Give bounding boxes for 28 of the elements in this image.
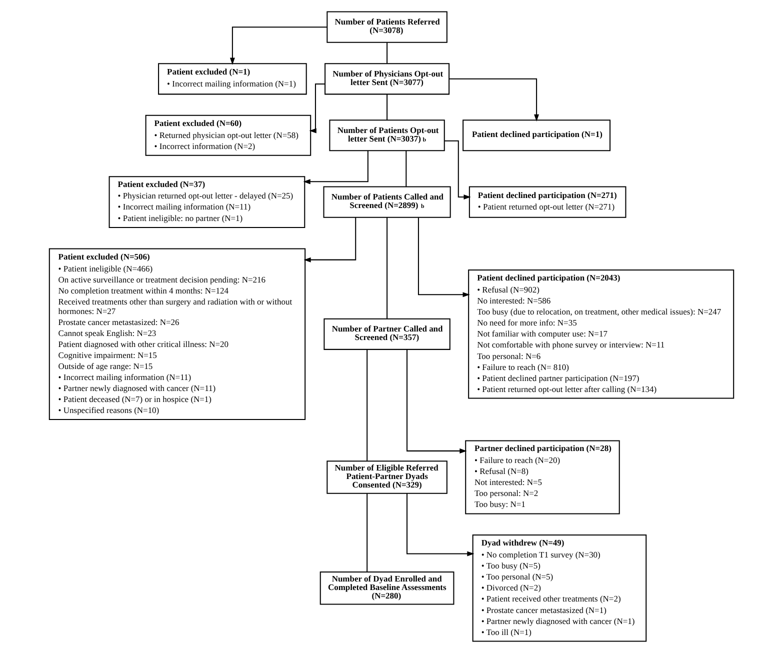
node-box: Patient excluded (N=506) • Patient ineligible (N=466) On active surveillance or treatment decision pending: N=216 No completion treatment within 4 months: N=124 Received treatments other than surgery and radiation with or without hormones: N=27 Prostate cancer metastasized: N=26 Cannot speak English: N=23 Patient diagnosed with other critical illness: N=20 Cognitive impairment: N=15 Outside of age range: N=15 • Incorrect mailing information (N=11) • Partner newly diagnosed with cancer (N=11) • Patient deceased (N=7) or in hospice (N=1) • Unspecified reasons (N=10)	[48, 248, 306, 420]
connector	[366, 494, 368, 572]
connector	[366, 349, 368, 461]
node-box: Number of Dyad Enrolled and Completed Baseline Assessments (N=280)	[319, 571, 454, 605]
node-box: Dyad withdrew (N=49) • No completion T1 survey (N=30) • Too busy (N=5) • Too personal (N=5) • Divorced (N=2) • Patient received other treatments (N=2) • Prostate cancer metastasized (N=1) • Partner newly diagnosed with cancer (N=1) • Too ill (N=1)	[472, 534, 646, 642]
arrow	[417, 218, 470, 298]
node-box: Patient declined participation (N=271) • Patient returned opt-out letter (N=271)	[468, 186, 626, 218]
node-box: Number of Partner Called and Screened (N=357)	[323, 318, 450, 350]
node-box: Patient declined participation (N=2043) • Refusal (N=902) No interested: N=586 Too busy (due to relocation, on treatment, other medical issues): N=247 No need for more info: N=35 Not familiar with computer use: N=17 Not comfortable with phone survey or interview: N=11 Too personal: N=6 • Failure to reach (N= 810) • Patient declined partner participation (N=197) • Patient returned opt-out letter after calling (N=134)	[468, 270, 734, 399]
arrow	[406, 350, 466, 454]
node-box: Patient excluded (N=1) • Incorrect mailing information (N=1)	[158, 63, 306, 95]
arrow	[448, 78, 539, 122]
node-box: Patient declined participation (N=1)	[462, 120, 610, 152]
arrow	[302, 150, 368, 184]
node-box: Partner declined participation (N=28) • Failure to reach (N=20) • Refusal (N=8) Not interested: N=5 Too personal: N=2 Too busy: N=1	[464, 440, 620, 514]
arrow	[229, 26, 327, 65]
connector	[386, 217, 388, 319]
node-box: Number of Eligible Referred Patient-Partner Dyads Consented (N=329)	[326, 460, 447, 494]
arrow	[303, 218, 356, 262]
arrow	[308, 83, 324, 134]
connector	[386, 42, 388, 64]
node-box: Number of Physicians Opt-out letter Sent (N=3077)	[324, 63, 450, 95]
node-box: Number of Patients Referred (N=3078)	[326, 11, 447, 43]
connector	[405, 150, 406, 187]
node-box: Patient excluded (N=37) • Physician returned opt-out letter - delayed (N=25) • Incorrect mailing information (N=11) • Patient ineligible: no partner (N=1)	[108, 176, 305, 228]
connector	[386, 94, 388, 120]
node-box: Patient excluded (N=60) • Returned physician opt-out letter (N=58) • Incorrect information (N=2)	[144, 114, 311, 156]
arrow	[406, 493, 474, 556]
